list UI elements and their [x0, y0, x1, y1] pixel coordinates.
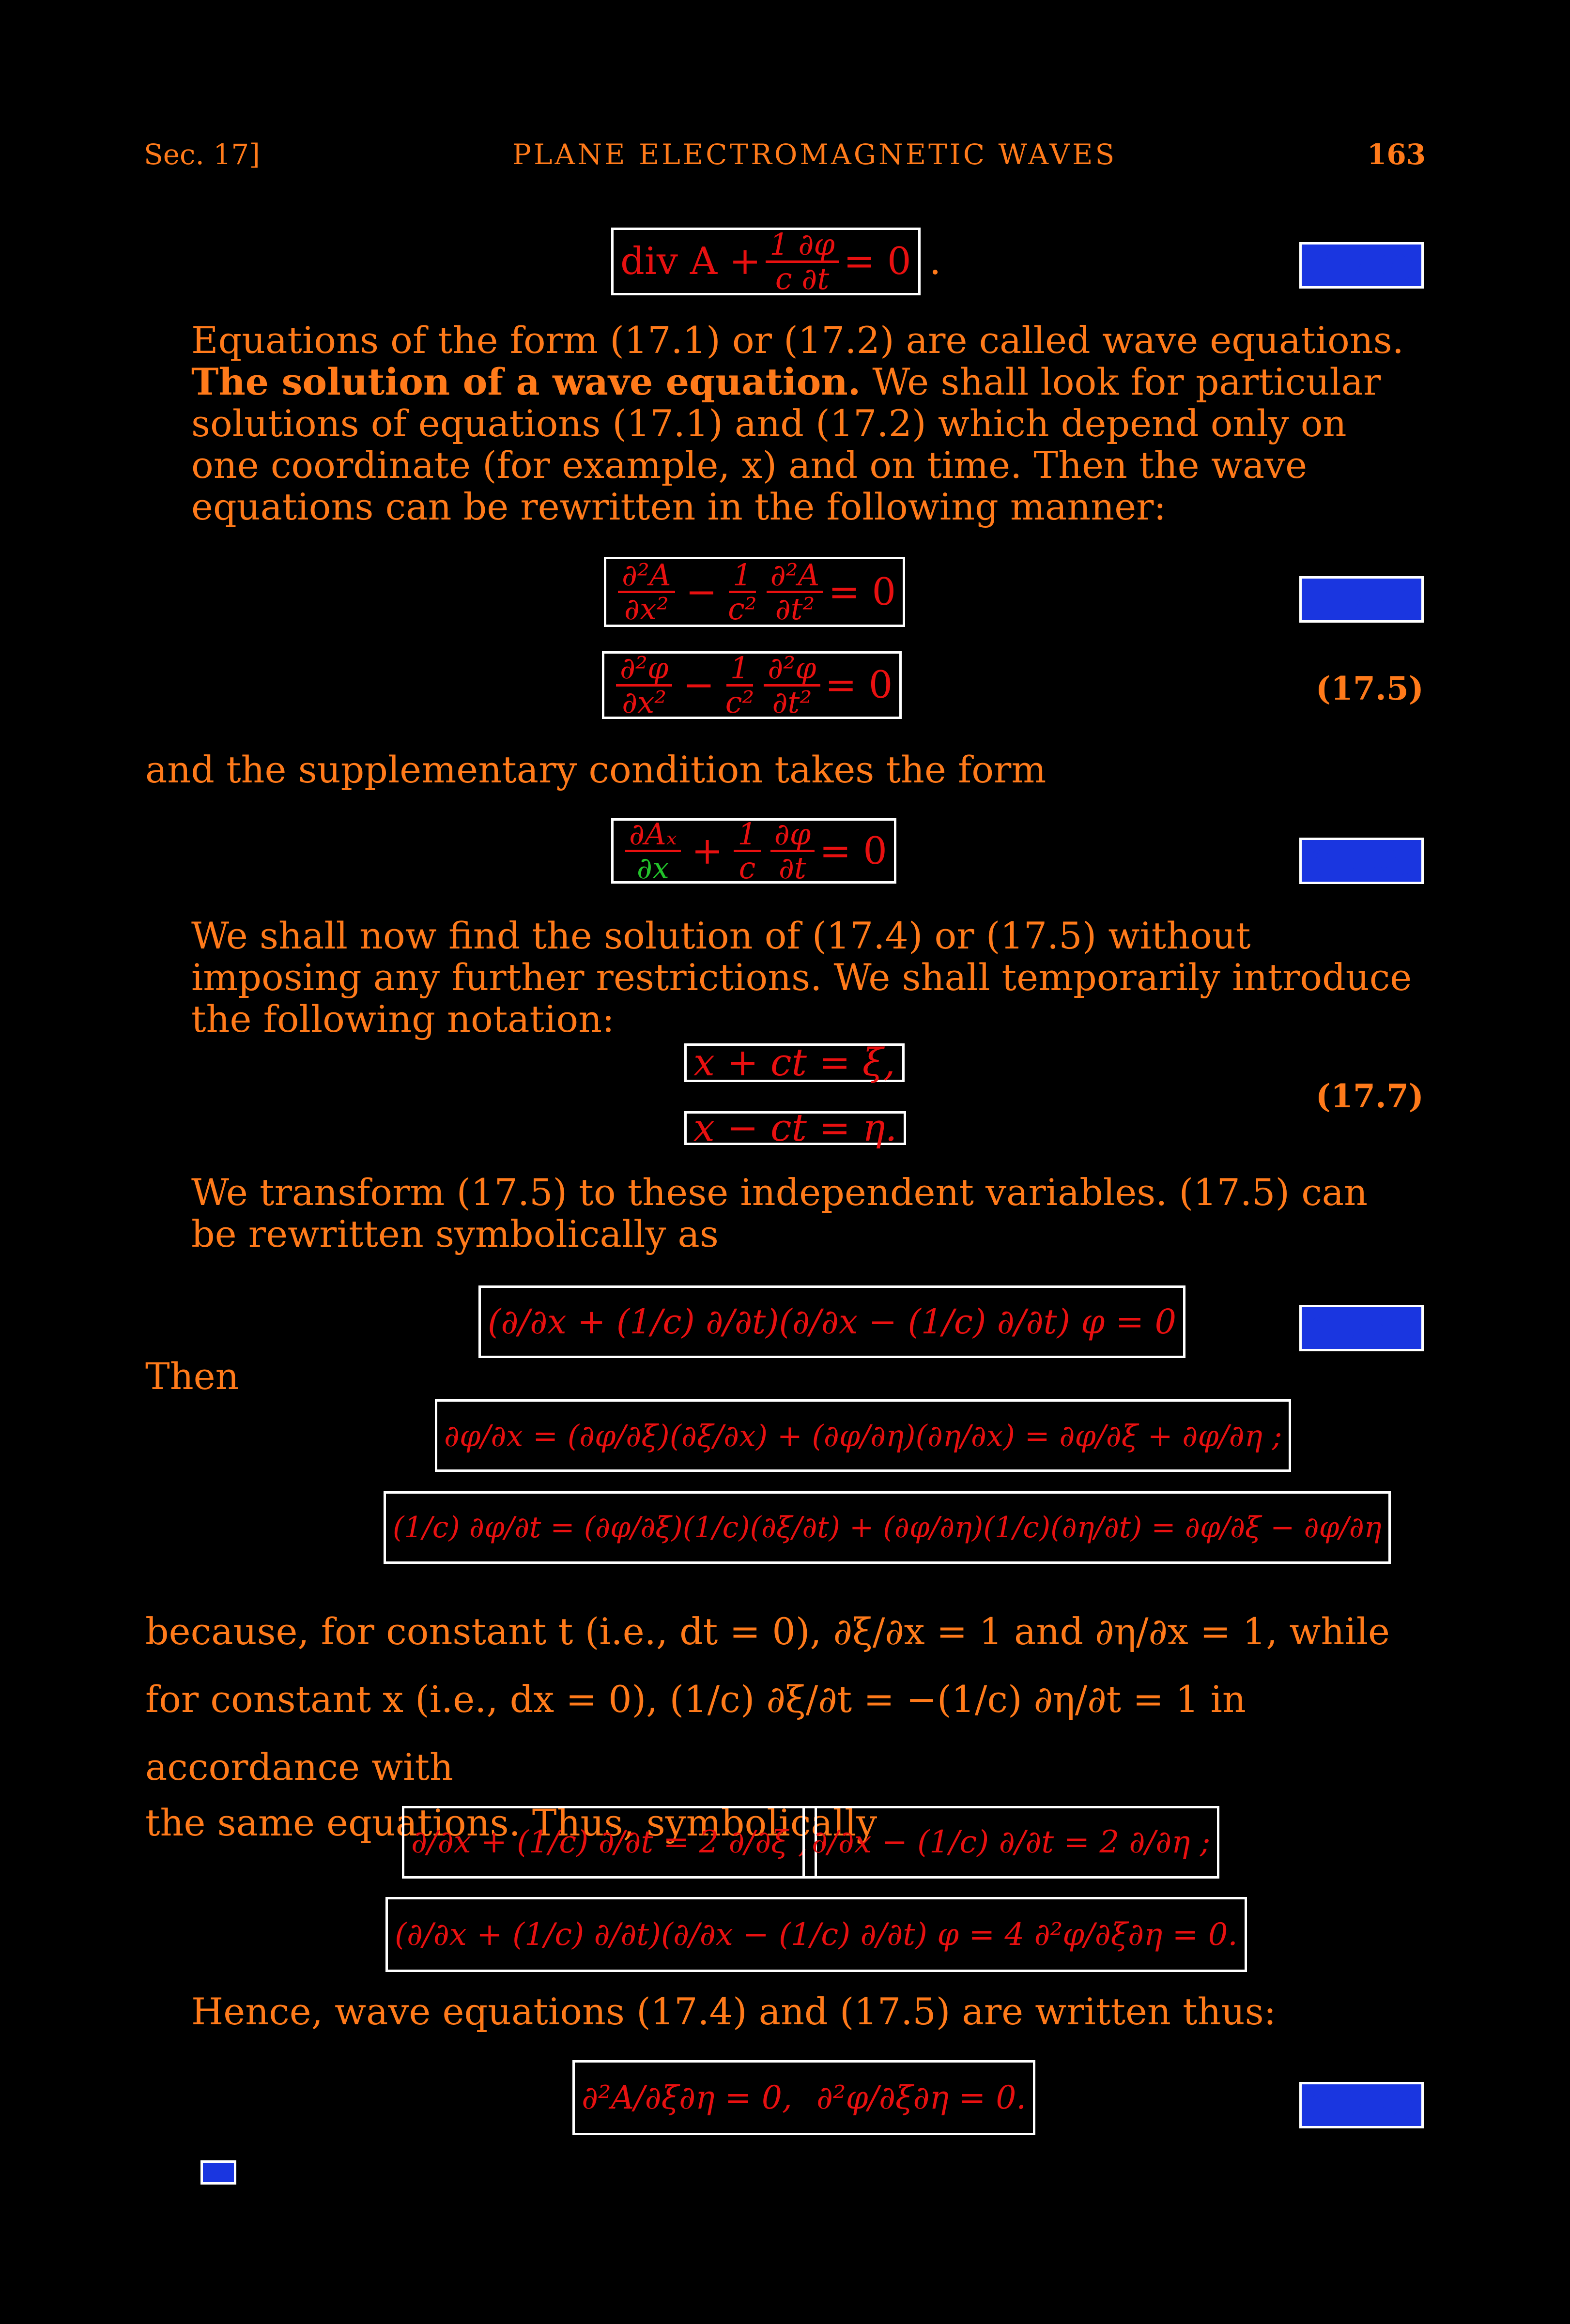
- paragraph-1: Equations of the form (17.1) or (17.2) a…: [145, 320, 1424, 528]
- p4-text: We transform (17.5) to these independent…: [191, 1171, 1368, 1255]
- equation-17-3: div A + 1 ∂φ c ∂t = 0 .: [611, 228, 941, 295]
- then-label: Then: [145, 1355, 239, 1398]
- paragraph-2: and the supplementary condition takes th…: [145, 748, 1047, 791]
- equation-number-17-9: (17.9): [1299, 2082, 1424, 2128]
- paragraph-5: because, for constant t (i.e., dt = 0), …: [145, 1598, 1424, 1845]
- equation-number-17-7: (17.7): [1315, 1077, 1424, 1115]
- p3-text: We shall now find the solution of (17.4)…: [191, 914, 1412, 1040]
- derivation-line-2: (1/c) ∂φ/∂t = (∂φ/∂ξ)(1/c)(∂ξ/∂t) + (∂φ/…: [384, 1491, 1391, 1564]
- equation-17-7-line2: x − ct = η.: [684, 1106, 907, 1150]
- eq3-fraction: 1 ∂φ c ∂t: [766, 229, 839, 294]
- p5-line2: for constant x (i.e., dx = 0), (1/c) ∂ξ/…: [145, 1678, 1246, 1789]
- equation-17-8: (∂/∂x + (1/c) ∂/∂t)(∂/∂x − (1/c) ∂/∂t) φ…: [478, 1285, 1186, 1358]
- symbolic-relation-2: ∂/∂x − (1/c) ∂/∂t = 2 ∂/∂η ;: [802, 1806, 1220, 1879]
- paragraph-3: We shall now find the solution of (17.4)…: [145, 915, 1424, 1040]
- eq3-lhs: div A +: [620, 240, 761, 283]
- p6-text: Hence, wave equations (17.4) and (17.5) …: [191, 1990, 1277, 2033]
- equation-number-17-4: (17.4): [1299, 576, 1424, 623]
- paragraph-4: We transform (17.5) to these independent…: [145, 1172, 1424, 1255]
- equation-17-9: ∂²A/∂ξ∂η = 0, ∂²φ/∂ξ∂η = 0.: [572, 2060, 1036, 2135]
- paragraph-6: Hence, wave equations (17.4) and (17.5) …: [145, 1991, 1424, 2033]
- p1-bold: The solution of a wave equation.: [191, 360, 861, 403]
- equation-number-17-6: (17.6): [1299, 838, 1424, 884]
- symbolic-relation-3: (∂/∂x + (1/c) ∂/∂t)(∂/∂x − (1/c) ∂/∂t) φ…: [385, 1897, 1247, 1972]
- equation-number-17-5: (17.5): [1315, 670, 1424, 707]
- equation-number-17-3: (17.3): [1299, 242, 1424, 289]
- p5-line1: because, for constant t (i.e., dt = 0), …: [145, 1610, 1390, 1653]
- eq3-rhs: = 0: [843, 240, 911, 283]
- p1-rest: We shall look for particular solutions o…: [191, 360, 1381, 528]
- derivation-line-1: ∂φ/∂x = (∂φ/∂ξ)(∂ξ/∂x) + (∂φ/∂η)(∂η/∂x) …: [435, 1399, 1292, 1472]
- p1-line1: Equations of the form (17.1) or (17.2) a…: [191, 319, 1404, 362]
- page-number: 163: [1367, 138, 1426, 171]
- equation-17-7-line1: x + ct = ξ,: [684, 1041, 905, 1085]
- eq9-part1: ∂²A/∂ξ∂η = 0,: [582, 2079, 792, 2116]
- running-header-left: Sec. 17]: [144, 138, 260, 171]
- equation-number-17-8: (17.8): [1299, 1305, 1424, 1351]
- annotation-marker: [200, 2160, 236, 2185]
- symbolic-relation-1: ∂/∂x + (1/c) ∂/∂t = 2 ∂/∂ξ ,: [402, 1806, 817, 1879]
- eq9-part2: ∂²φ/∂ξ∂η = 0.: [816, 2079, 1027, 2116]
- running-header-title: PLANE ELECTROMAGNETIC WAVES: [512, 138, 1117, 171]
